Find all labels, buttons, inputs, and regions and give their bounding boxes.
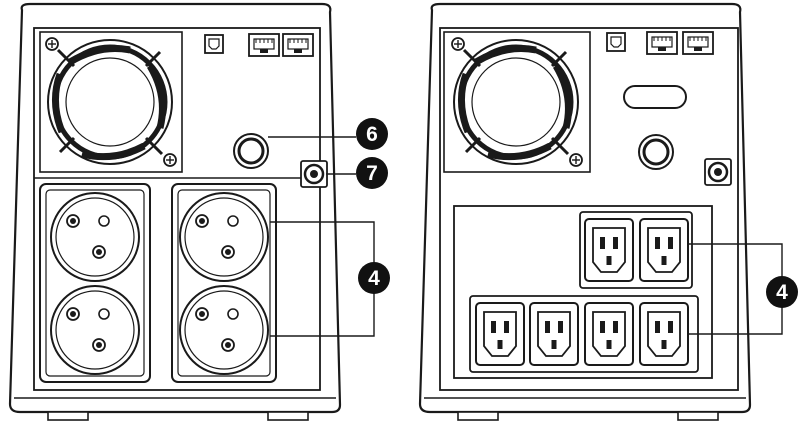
callout-6-label: 6 bbox=[366, 123, 378, 146]
usb-port-icon bbox=[606, 32, 626, 52]
left-ups-foot-right bbox=[267, 411, 309, 421]
callout-4-right: 4 bbox=[766, 276, 798, 308]
iec-c13-socket-icon bbox=[584, 302, 634, 366]
ground-screw-icon bbox=[299, 159, 329, 189]
usb-port-icon bbox=[204, 34, 224, 54]
screw-icon bbox=[451, 37, 465, 51]
screw-icon bbox=[569, 153, 583, 167]
right-ups-unit: 4 bbox=[418, 2, 798, 421]
right-ups-foot-right bbox=[677, 411, 719, 421]
schuko-socket-icon bbox=[179, 192, 269, 282]
callout-6: 6 bbox=[356, 118, 388, 150]
left-ups-foot-left bbox=[47, 411, 89, 421]
callout-7-label: 7 bbox=[366, 162, 378, 185]
rj45-port-icon bbox=[282, 33, 314, 57]
iec-c13-socket-icon bbox=[529, 302, 579, 366]
schuko-socket-icon bbox=[50, 192, 140, 282]
slot-opening bbox=[623, 85, 687, 109]
rj45-port-icon bbox=[646, 31, 678, 55]
iec-c13-socket-icon bbox=[639, 302, 689, 366]
fan-icon bbox=[48, 40, 172, 164]
left-ups-unit: 6 7 4 bbox=[8, 2, 390, 421]
screw-icon bbox=[163, 153, 177, 167]
fuse-holder-icon bbox=[637, 133, 675, 171]
schuko-socket-icon bbox=[179, 285, 269, 375]
fuse-holder-icon bbox=[232, 132, 270, 170]
iec-c13-socket-icon bbox=[639, 218, 689, 282]
callout-4-left: 4 bbox=[358, 262, 390, 294]
rj45-port-icon bbox=[682, 31, 714, 55]
iec-c13-socket-icon bbox=[475, 302, 525, 366]
fan-icon bbox=[454, 40, 578, 164]
ground-screw-icon bbox=[703, 157, 733, 187]
schuko-socket-icon bbox=[50, 285, 140, 375]
callout-7: 7 bbox=[356, 157, 388, 189]
callout-4-right-label: 4 bbox=[776, 281, 788, 304]
iec-c13-socket-icon bbox=[584, 218, 634, 282]
screw-icon bbox=[45, 37, 59, 51]
callout-4-left-label: 4 bbox=[368, 267, 380, 290]
right-ups-foot-left bbox=[457, 411, 499, 421]
rj45-port-icon bbox=[248, 33, 280, 57]
